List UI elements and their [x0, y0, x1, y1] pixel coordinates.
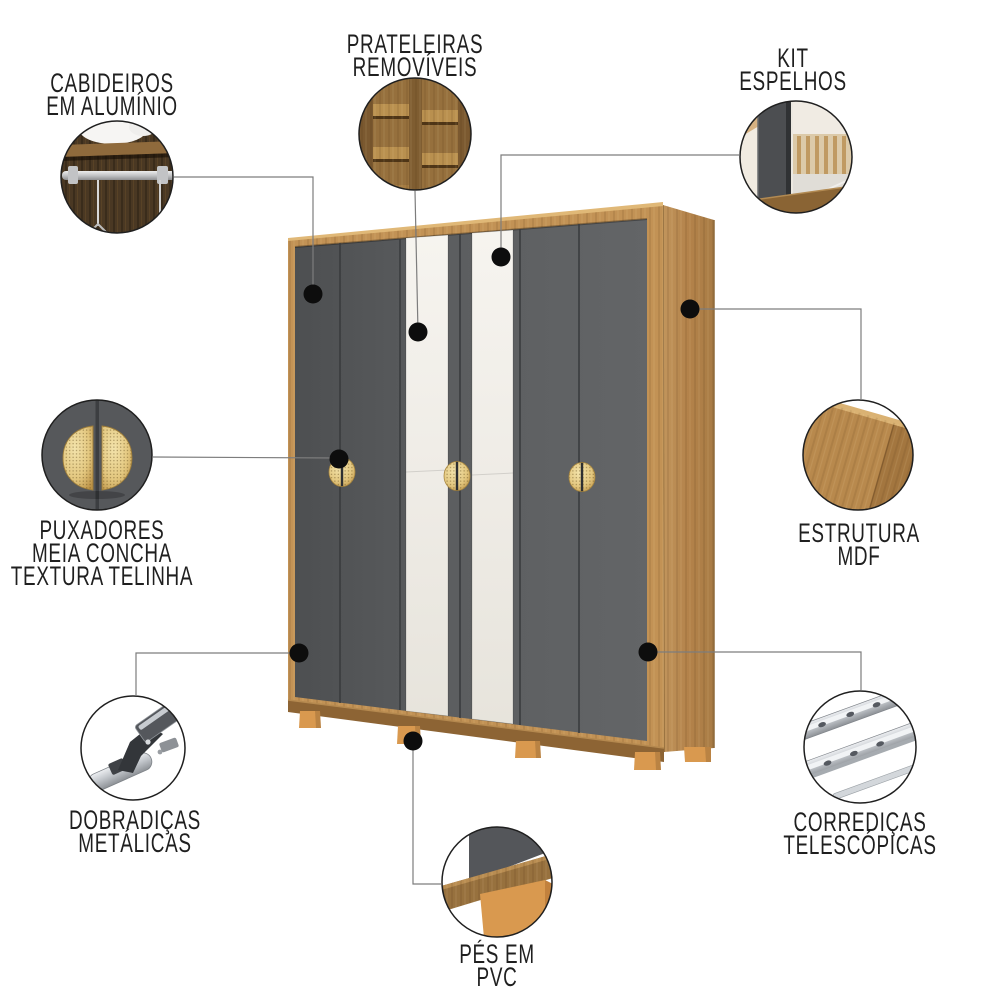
feature-marker-dots [289, 247, 700, 751]
leader-lines [135, 154, 862, 885]
leader-line-espelhos [500, 154, 739, 257]
leader-line-pes [412, 741, 441, 885]
wardrobe-side-panel [662, 204, 715, 753]
hinge-icon [87, 701, 181, 792]
label-corredicas-telescopicas: CORREDIÇAS TELESCÓPICAS [783, 807, 937, 860]
callout-image-corredicas [803, 690, 917, 804]
callout-image-prateleiras [358, 77, 472, 191]
label-pes-em-pvc: PÉS EM PVC [459, 939, 535, 992]
label-puxadores-meia-concha: PUXADORES MEIA CONCHA TEXTURA TELINHA [10, 515, 194, 591]
marker-dot-estrutura [680, 299, 700, 319]
marker-dot-espelhos [491, 247, 511, 267]
wardrobe-base-rail [287, 699, 665, 762]
leader-line-corredicas [648, 651, 862, 690]
telescopic-slide-icon [804, 691, 916, 800]
handle-gold-icon [328, 457, 596, 492]
callout-image-dobradicas [80, 695, 186, 801]
callout-image-espelhos [739, 100, 853, 214]
marker-dot-cabideiros [303, 284, 323, 304]
callout-image-puxadores [41, 399, 153, 511]
shelf-icon [61, 141, 173, 157]
wardrobe-doors [294, 218, 648, 741]
leader-line-cabideiros [174, 176, 314, 294]
leader-line-estrutura [690, 308, 862, 399]
label-dobradicas-metalicas: DOBRADIÇAS METÁLICAS [69, 805, 201, 858]
wardrobe-illustration [287, 202, 715, 770]
mirror-strip-right [471, 229, 514, 725]
door-edge-icon [758, 101, 791, 213]
label-kit-espelhos: KIT ESPELHOS [739, 43, 847, 96]
leader-line-dobradicas [135, 652, 299, 695]
callout-image-pes [441, 826, 553, 938]
marker-dot-puxadores [329, 449, 349, 469]
label-estrutura-mdf: ESTRUTURA MDF [798, 518, 920, 571]
marker-dot-corredicas [638, 642, 658, 662]
callout-image-cabideiros [60, 120, 174, 234]
marker-dot-pes [403, 731, 423, 751]
label-cabideiros-em-aluminio: CABIDEIROS EM ALUMÍNIO [46, 68, 178, 121]
hanger-rod-icon [62, 171, 173, 180]
half-shell-handle-icon [62, 425, 133, 491]
label-prateleiras-removiveis: PRATELEIRAS REMOVÍVEIS [346, 29, 484, 82]
mirror-strip-left [405, 234, 449, 717]
leader-line-prateleiras [414, 190, 419, 333]
marker-dot-prateleiras [408, 322, 428, 342]
leader-line-puxadores [152, 456, 340, 459]
marker-dot-dobradicas [289, 643, 309, 663]
